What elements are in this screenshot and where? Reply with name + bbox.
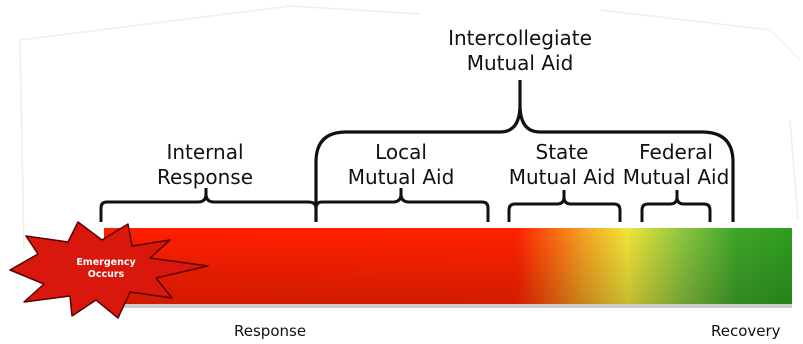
federal-mutual-aid-bracket — [640, 190, 712, 222]
internal-response-bracket — [99, 188, 318, 222]
intercollegiate-mutual-aid-label: Intercollegiate Mutual Aid — [420, 26, 620, 76]
internal-label-line1: Internal — [166, 140, 244, 164]
intercollegiate-label-line1: Intercollegiate — [448, 26, 592, 50]
federal-label-line2: Mutual Aid — [622, 165, 730, 189]
local-label-line2: Mutual Aid — [347, 165, 455, 189]
intercollegiate-label-line2: Mutual Aid — [466, 51, 574, 75]
emergency-occurs-label: Emergency Occurs — [62, 257, 150, 281]
timeline-end-label: Recovery — [711, 322, 781, 340]
timeline-bar-shadow — [108, 304, 792, 308]
intercollegiate-mutual-aid-bracket — [314, 80, 735, 222]
timeline-bar-shade — [104, 228, 792, 304]
local-mutual-aid-label: Local Mutual Aid — [338, 140, 464, 190]
local-label-line1: Local — [375, 140, 427, 164]
internal-response-label: Internal Response — [140, 140, 270, 190]
state-mutual-aid-label: State Mutual Aid — [500, 140, 624, 190]
federal-mutual-aid-label: Federal Mutual Aid — [613, 140, 739, 190]
state-label-line1: State — [535, 140, 589, 164]
local-mutual-aid-bracket — [314, 188, 490, 222]
internal-label-line2: Response — [156, 165, 254, 189]
emergency-label-line1: Emergency — [76, 257, 136, 268]
state-label-line2: Mutual Aid — [508, 165, 616, 189]
emergency-label-line2: Occurs — [87, 269, 125, 280]
background-outline — [19, 5, 801, 251]
state-mutual-aid-bracket — [507, 190, 622, 222]
timeline-start-label: Response — [234, 322, 307, 340]
federal-label-line1: Federal — [639, 140, 713, 164]
emergency-starburst — [9, 221, 209, 319]
